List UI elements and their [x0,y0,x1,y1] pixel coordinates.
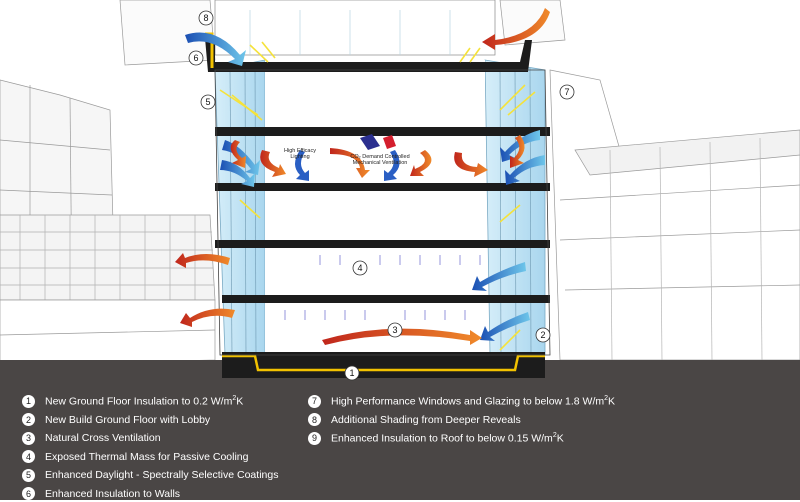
legend-number: 5 [22,468,35,482]
context-buildings [0,0,800,366]
legend: 1 New Ground Floor Insulation to 0.2 W/m2… [0,380,800,500]
legend-text: Enhanced Insulation to Walls [45,487,181,500]
marker-2: 2 [535,327,551,343]
svg-text:6: 6 [193,53,198,63]
legend-item-7: 7 High Performance Windows and Glazing to… [308,393,615,409]
legend-number: 2 [22,413,35,426]
ground-band [0,360,800,500]
legend-number: 3 [22,431,35,445]
legend-number: 8 [308,413,321,426]
marker-4: 4 [352,260,368,276]
marker-7: 7 [559,84,575,100]
svg-text:8: 8 [203,13,208,23]
svg-text:4: 4 [357,263,362,273]
marker-1: 1 [344,365,360,381]
marker-8: 8 [198,10,214,26]
legend-number: 1 [22,394,35,408]
legend-number: 7 [308,394,321,408]
diagram-markers: 8 6 5 7 4 3 2 1 [188,10,575,381]
building-section [205,0,551,378]
legend-text: Additional Shading from Deeper Reveals [331,413,521,426]
legend-item-1: 1 New Ground Floor Insulation to 0.2 W/m2… [22,393,243,409]
legend-item-9: 9 Enhanced Insulation to Roof to below 0.… [308,430,564,446]
legend-text: Enhanced Insulation to Roof to below 0.1… [331,431,564,445]
marker-3: 3 [387,322,403,338]
legend-text: Enhanced Daylight - Spectrally Selective… [45,469,279,481]
svg-text:2: 2 [540,330,545,340]
legend-number: 9 [308,431,321,445]
svg-text:1: 1 [349,368,354,378]
svg-text:5: 5 [205,97,210,107]
recirculation-arrows [295,150,400,181]
svg-text:7: 7 [564,87,569,97]
legend-item-8: 8 Additional Shading from Deeper Reveals [308,412,521,428]
daylight-arrows [219,41,536,351]
legend-item-6: 6 Enhanced Insulation to Walls [22,486,180,502]
legend-text: Exposed Thermal Mass for Passive Cooling [45,450,249,463]
legend-item-4: 4 Exposed Thermal Mass for Passive Coolin… [22,449,248,465]
legend-text: New Build Ground Floor with Lobby [45,413,211,426]
legend-text: New Ground Floor Insulation to 0.2 W/m2K [45,394,244,408]
legend-text: Natural Cross Ventilation [45,432,161,444]
thermal-mass-arrows [284,255,481,320]
legend-item-5: 5 Enhanced Daylight - Spectrally Selectiv… [22,467,278,483]
legend-item-2: 2 New Build Ground Floor with Lobby [22,412,210,428]
warm-air-arrows [175,8,550,345]
legend-item-3: 3 Natural Cross Ventilation [22,430,161,446]
legend-text: High Performance Windows and Glazing to … [331,394,616,408]
ventilation-units [360,134,396,150]
legend-number: 6 [22,487,35,500]
marker-5: 5 [200,94,216,110]
svg-text:3: 3 [392,325,397,335]
marker-6: 6 [188,50,204,66]
legend-number: 4 [22,450,35,463]
